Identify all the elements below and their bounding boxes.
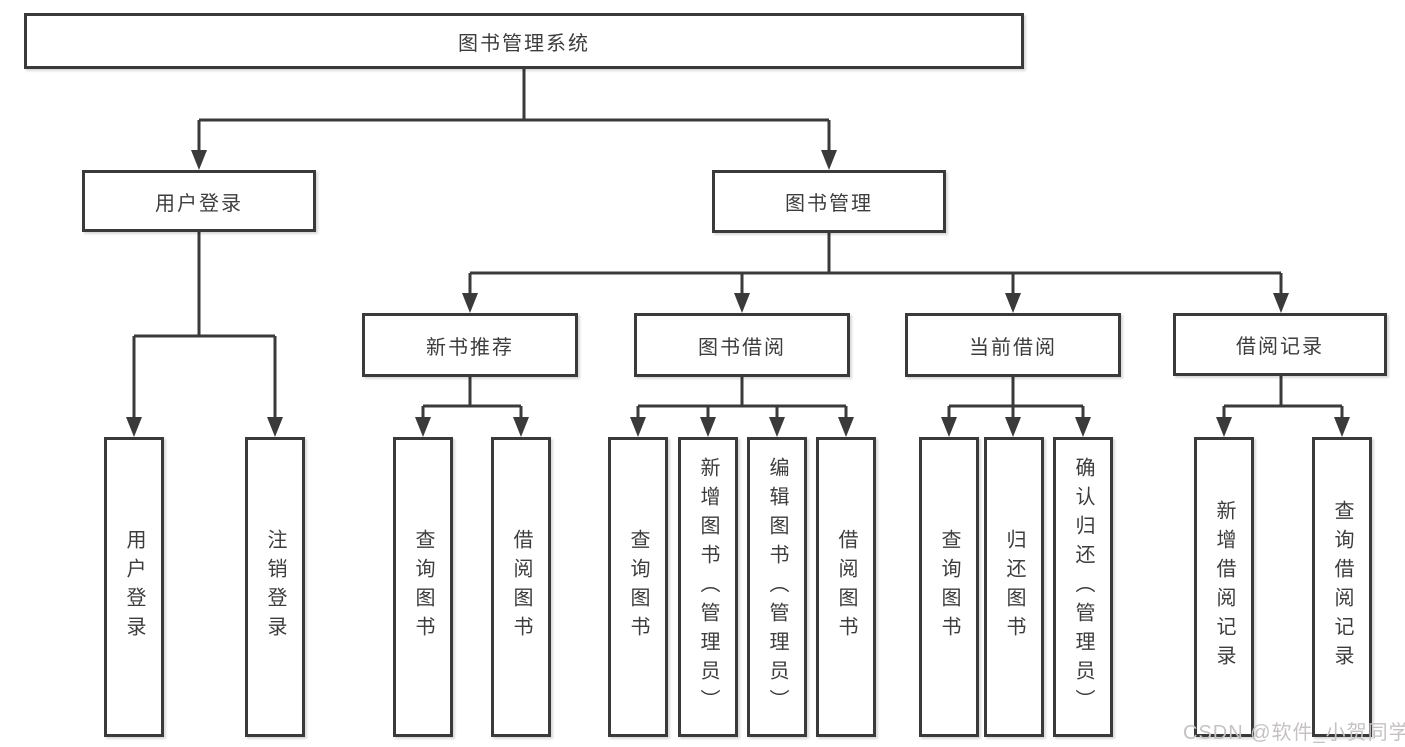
leaf-search-borrow-record-label: 查询借阅记录 xyxy=(1331,500,1353,674)
node-user-login-label: 用户登录 xyxy=(155,192,243,215)
leaf-confirm-return-admin-label: 确认归还（管理员） xyxy=(1072,456,1094,718)
node-borrowing-records: 借阅记录 xyxy=(1173,313,1387,376)
node-user-login: 用户登录 xyxy=(82,170,316,232)
leaf-borrowing-borrow-book: 借阅图书 xyxy=(816,437,876,737)
node-root-system: 图书管理系统 xyxy=(24,13,1024,69)
leaf-borrowing-borrow-book-label: 借阅图书 xyxy=(835,529,857,645)
leaf-user-login: 用户登录 xyxy=(104,437,164,737)
csdn-watermark: CSDN @软件_小贺同学 xyxy=(1183,722,1405,744)
leaf-add-borrow-record: 新增借阅记录 xyxy=(1194,437,1254,737)
leaf-user-login-label: 用户登录 xyxy=(123,529,145,645)
node-book-management-label: 图书管理 xyxy=(785,193,873,215)
node-book-management: 图书管理 xyxy=(712,170,946,233)
leaf-borrowing-search-book-label: 查询图书 xyxy=(627,529,649,645)
leaf-logout: 注销登录 xyxy=(245,437,305,737)
leaf-logout-label: 注销登录 xyxy=(264,529,286,645)
node-book-borrowing: 图书借阅 xyxy=(634,313,850,377)
node-current-borrowing: 当前借阅 xyxy=(905,313,1121,377)
node-new-book-recommend: 新书推荐 xyxy=(362,313,578,377)
node-current-borrowing-label: 当前借阅 xyxy=(969,336,1057,359)
leaf-add-book-admin: 新增图书（管理员） xyxy=(678,437,738,737)
leaf-recommend-search-book-label: 查询图书 xyxy=(412,529,434,645)
node-root-system-label: 图书管理系统 xyxy=(458,32,590,55)
leaf-confirm-return-admin: 确认归还（管理员） xyxy=(1053,437,1113,737)
leaf-return-book: 归还图书 xyxy=(984,437,1044,737)
leaf-current-search-book-label: 查询图书 xyxy=(938,529,960,645)
leaf-recommend-borrow-book-label: 借阅图书 xyxy=(510,529,532,645)
node-borrowing-records-label: 借阅记录 xyxy=(1236,336,1324,358)
leaf-edit-book-admin-label: 编辑图书（管理员） xyxy=(766,456,788,718)
leaf-add-book-admin-label: 新增图书（管理员） xyxy=(697,456,719,718)
leaf-add-borrow-record-label: 新增借阅记录 xyxy=(1213,500,1235,674)
leaf-return-book-label: 归还图书 xyxy=(1003,529,1025,645)
leaf-current-search-book: 查询图书 xyxy=(919,437,979,737)
leaf-recommend-borrow-book: 借阅图书 xyxy=(491,437,551,737)
leaf-search-borrow-record: 查询借阅记录 xyxy=(1312,437,1372,737)
leaf-recommend-search-book: 查询图书 xyxy=(393,437,453,737)
leaf-edit-book-admin: 编辑图书（管理员） xyxy=(747,437,807,737)
node-new-book-recommend-label: 新书推荐 xyxy=(426,336,514,359)
leaf-borrowing-search-book: 查询图书 xyxy=(608,437,668,737)
node-book-borrowing-label: 图书借阅 xyxy=(698,336,786,359)
